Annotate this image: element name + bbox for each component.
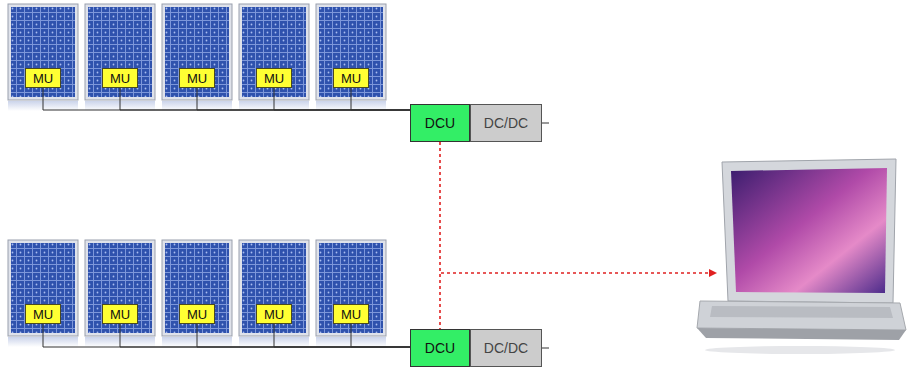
measurement-unit: MU	[179, 68, 215, 88]
string-wire	[197, 324, 410, 347]
output-wires	[542, 123, 549, 348]
string-wire	[351, 88, 410, 110]
measurement-unit: MU	[333, 304, 369, 324]
node-label: DCU	[425, 116, 455, 130]
node-label: DC/DC	[484, 341, 528, 355]
node-label: DCU	[425, 341, 455, 355]
node-label: MU	[110, 308, 130, 321]
measurement-unit: MU	[179, 304, 215, 324]
converter-box: DC/DC	[470, 104, 542, 142]
node-label: MU	[264, 308, 284, 321]
node-label: DC/DC	[484, 116, 528, 130]
node-label: MU	[187, 308, 207, 321]
network-link	[441, 273, 716, 274]
node-label: MU	[341, 72, 361, 85]
converter-box: DC/DC	[470, 329, 542, 367]
string-wire	[197, 88, 410, 110]
laptop-illustration	[697, 159, 906, 354]
measurement-unit: MU	[256, 304, 292, 324]
node-label: MU	[33, 72, 53, 85]
node-label: MU	[187, 72, 207, 85]
string-wire	[120, 88, 410, 110]
node-label: MU	[264, 72, 284, 85]
control-unit: DCU	[410, 329, 470, 367]
measurement-unit: MU	[25, 304, 61, 324]
measurement-unit: MU	[102, 68, 138, 88]
measurement-unit: MU	[102, 304, 138, 324]
string-wire	[43, 88, 410, 110]
string-wire	[43, 324, 410, 347]
control-unit: DCU	[410, 104, 470, 142]
node-label: MU	[33, 308, 53, 321]
measurement-unit: MU	[256, 68, 292, 88]
string-wire	[274, 324, 410, 347]
measurement-unit: MU	[25, 68, 61, 88]
string-wire	[120, 324, 410, 347]
string-wire	[274, 88, 410, 110]
string-wire	[351, 324, 410, 347]
node-label: MU	[341, 308, 361, 321]
measurement-unit: MU	[333, 68, 369, 88]
data-link	[439, 142, 441, 329]
node-label: MU	[110, 72, 130, 85]
